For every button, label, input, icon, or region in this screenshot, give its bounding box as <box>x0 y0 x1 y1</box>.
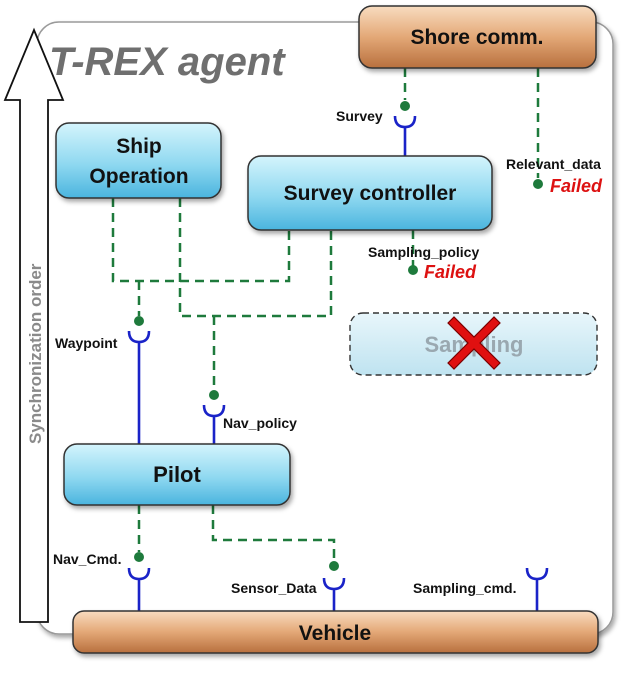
timeline-survey-label: Survey <box>336 108 383 124</box>
timeline-sensor-data-label: Sensor_Data <box>231 580 317 596</box>
sync-order-arrow <box>3 27 65 623</box>
timeline-waypoint-label: Waypoint <box>55 335 118 351</box>
dot-relevant-data <box>533 179 543 189</box>
failed-cross-icon <box>447 316 501 370</box>
reactor-survey-controller[interactable]: Survey controller <box>247 155 493 231</box>
socket-sampling-cmd <box>525 567 549 581</box>
timeline-relevant-data-label: Relevant_data <box>506 156 601 172</box>
timeline-sampling-policy-status: Failed <box>424 262 477 282</box>
reactor-survey-controller-label: Survey controller <box>284 182 457 205</box>
reactor-vehicle-label: Vehicle <box>299 622 371 645</box>
link-navpolicy-observers <box>178 198 333 390</box>
link-pilot-sensordata <box>211 505 336 562</box>
reactor-shore-comm-label: Shore comm. <box>410 26 543 49</box>
reactor-sampling: Sampling <box>349 312 598 376</box>
reactor-pilot[interactable]: Pilot <box>63 443 291 506</box>
reactor-ship-operation[interactable]: Ship Operation <box>55 122 222 199</box>
reactor-ship-operation-label-1: Ship <box>116 135 162 158</box>
reactor-ship-operation-label-2: Operation <box>89 165 188 188</box>
dot-sampling-policy <box>408 265 418 275</box>
socket-nav-policy <box>202 390 226 418</box>
timeline-relevant-data-status: Failed <box>550 176 603 196</box>
timeline-nav-policy-label: Nav_policy <box>223 415 297 431</box>
socket-waypoint <box>127 316 151 344</box>
timeline-nav-cmd-label: Nav_Cmd. <box>53 551 121 567</box>
agent-title: T-REX agent <box>49 40 286 84</box>
socket-survey <box>393 101 417 129</box>
timeline-sampling-policy-label: Sampling_policy <box>368 244 479 260</box>
socket-sensor-data <box>322 561 346 591</box>
socket-nav-cmd <box>127 552 151 581</box>
link-waypoint-observers <box>111 198 291 316</box>
timeline-sampling-cmd-label: Sampling_cmd. <box>413 580 516 596</box>
sync-order-label: Synchronization order <box>26 263 45 444</box>
reactor-shore-comm[interactable]: Shore comm. <box>358 5 597 69</box>
reactor-pilot-label: Pilot <box>153 462 201 487</box>
reactor-vehicle[interactable]: Vehicle <box>72 610 599 654</box>
